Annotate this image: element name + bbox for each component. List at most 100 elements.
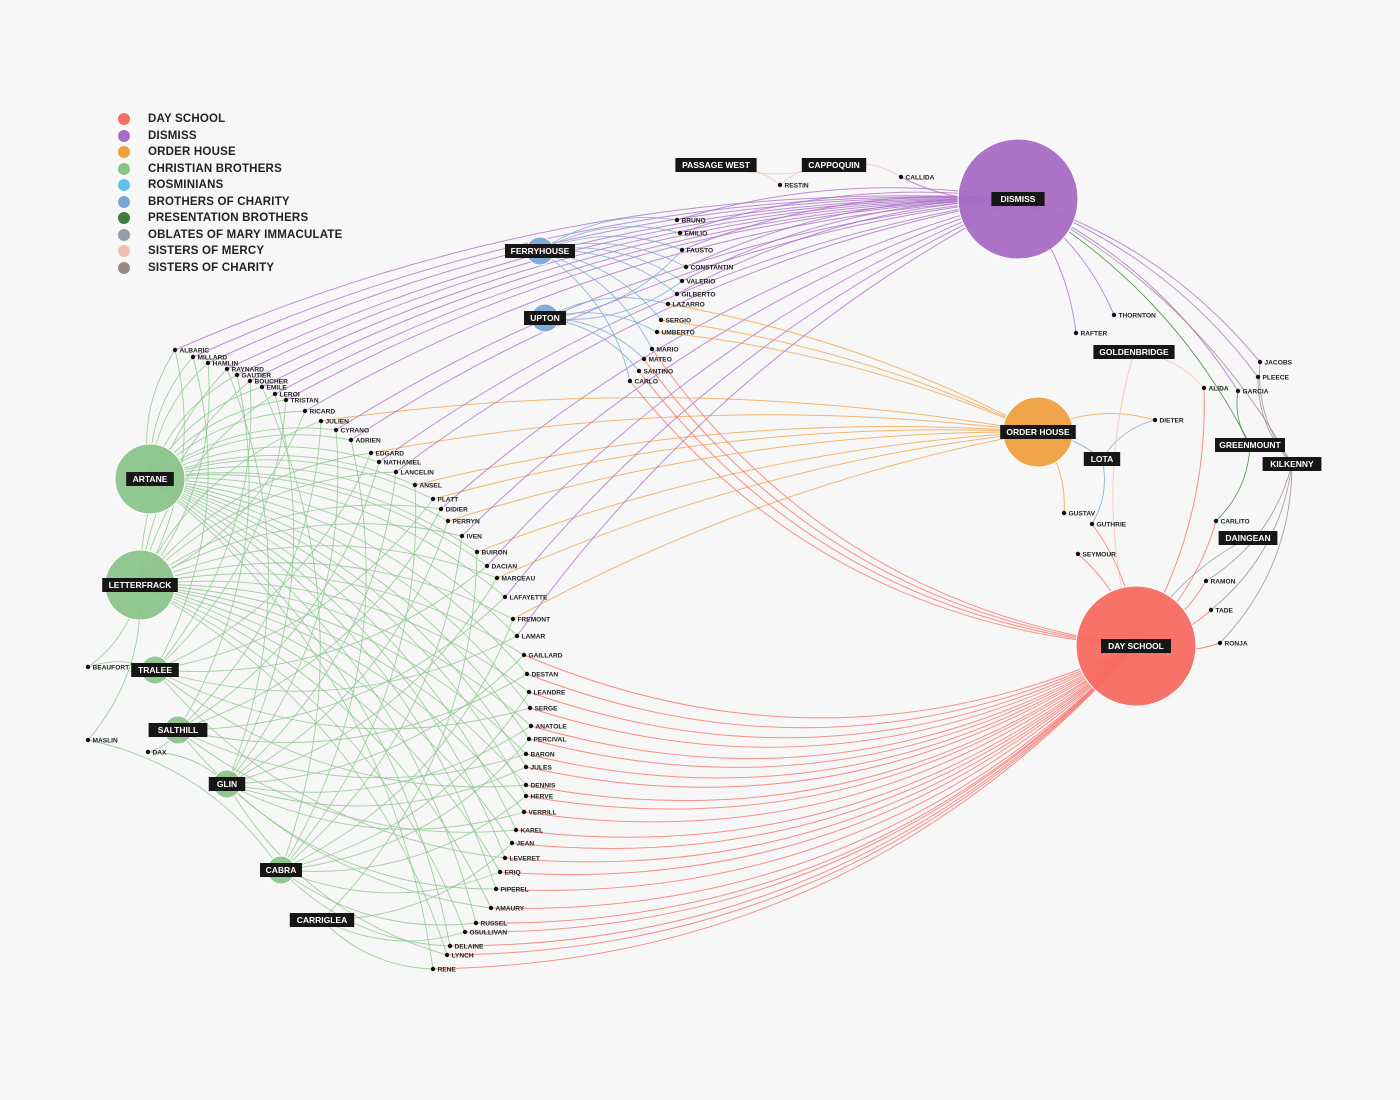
link-christian-brothers [149,478,531,709]
person-label: SANTINO [644,368,674,375]
link-christian-brothers [280,535,463,871]
person-label: MILLARD [198,354,228,361]
link-brothers-of-charity [539,250,631,382]
hub-label: PASSAGE WEST [682,160,751,170]
legend-item-rosminians: ROSMINIANS [118,177,343,194]
link-christian-brothers [139,523,463,586]
person-node: OSULLIVAN [462,929,507,936]
person-node: LAFAYETTE [502,594,548,601]
link-day-school [515,645,1137,838]
person-node: SANTINO [636,368,674,375]
link-christian-brothers [139,584,527,786]
legend-item-presentation-brothers: PRESENTATION BROTHERS [118,210,343,227]
link-christian-brothers [226,783,525,830]
link-day-school [526,645,1137,729]
hub-label-box [1262,457,1322,471]
link-dismiss [504,198,1019,598]
link-christian-brothers [226,520,449,785]
person-dot [513,827,519,833]
link-dismiss [249,198,1019,382]
link-christian-brothers [149,478,434,970]
legend-swatch [118,245,130,258]
link-day-school [525,645,1137,788]
person-dot [523,751,529,757]
person-node: SERGIO [658,317,691,324]
link-order-house [512,431,1039,620]
person-label: ANSEL [420,482,442,489]
person-dot [445,518,451,524]
link-christian-brothers [149,478,528,675]
link-day-school [449,645,1137,947]
person-label: PERRYN [453,518,480,525]
person-dot [484,563,490,569]
person-label: EMILE [267,384,288,391]
hub-tralee: TRALEE [131,655,179,685]
hub-letterfrack: LETTERFRACK [102,549,178,621]
person-label: AMAURY [496,905,525,912]
person-label: NATHANIEL [384,459,422,466]
person-label: LANCELIN [401,469,435,476]
hub-label-box [1093,345,1175,359]
person-dot [444,952,450,958]
legend-label: DISMISS [148,129,197,142]
person-label: PIPEREL [501,886,529,893]
link-christian-brothers [154,669,506,859]
person-dot [1089,521,1095,527]
person-label: VALERIO [687,278,716,285]
person-label: HERVE [531,793,554,800]
person-dot [438,506,444,512]
person-label: RAFTER [1081,330,1108,337]
link-christian-brothers [321,919,434,970]
person-node: AMAURY [488,905,525,912]
link-christian-brothers [149,466,449,522]
link-christian-brothers [149,478,517,831]
hub-label-box [1218,531,1278,545]
person-node: HERVE [523,793,554,800]
person-dot [523,764,529,770]
person-node: PLATT [430,496,458,503]
link-christian-brothers [280,869,501,894]
hub-label: TRALEE [138,665,172,675]
person-node: TRISTAN [283,397,319,404]
legend-item-brothers-of-charity: BROTHERS OF CHARITY [118,194,343,211]
link-christian-brothers [139,584,466,933]
person-label: CARLITO [1221,518,1250,525]
person-dot [145,749,151,755]
person-dot [368,450,374,456]
link-christian-brothers [280,795,527,872]
link-christian-brothers [226,654,525,785]
link-order-house [667,303,1039,433]
person-label: SERGE [535,705,559,712]
person-node: VERRILL [521,809,557,816]
person-node: BUIRON [474,549,508,556]
link-day-school [525,645,1137,810]
person-node: LEVERET [502,855,540,862]
person-dot [318,418,324,424]
link-day-school [530,645,1137,760]
link-order-house [660,319,1039,433]
person-node: MATEO [641,356,672,363]
link-order-house [656,331,1039,433]
link-day-school [529,645,1137,748]
link-order-house [447,431,1039,522]
person-label: ALIDA [1209,385,1229,392]
person-dot [521,809,527,815]
legend-label: BROTHERS OF CHARITY [148,195,290,208]
person-label: MARCEAU [502,575,536,582]
person-node: JEAN [509,840,534,847]
person-dot [494,575,500,581]
person-label: GUTHRIE [1097,521,1127,528]
hub-ferryhouse: FERRYHOUSE [505,236,575,266]
person-dot [474,549,480,555]
person-label: RICARD [310,408,336,415]
person-label: FAUSTO [687,247,714,254]
person-label: CONSTANTIN [691,264,734,271]
person-dot [1061,510,1067,516]
link-order-house [496,431,1039,579]
person-node: UMBERTO [654,329,695,336]
hub-kilkenny: KILKENNY [1262,457,1322,471]
person-dot [247,378,253,384]
person-label: GAUTIER [242,372,272,379]
link-christian-brothers [154,565,488,673]
link-christian-brothers [139,504,442,586]
